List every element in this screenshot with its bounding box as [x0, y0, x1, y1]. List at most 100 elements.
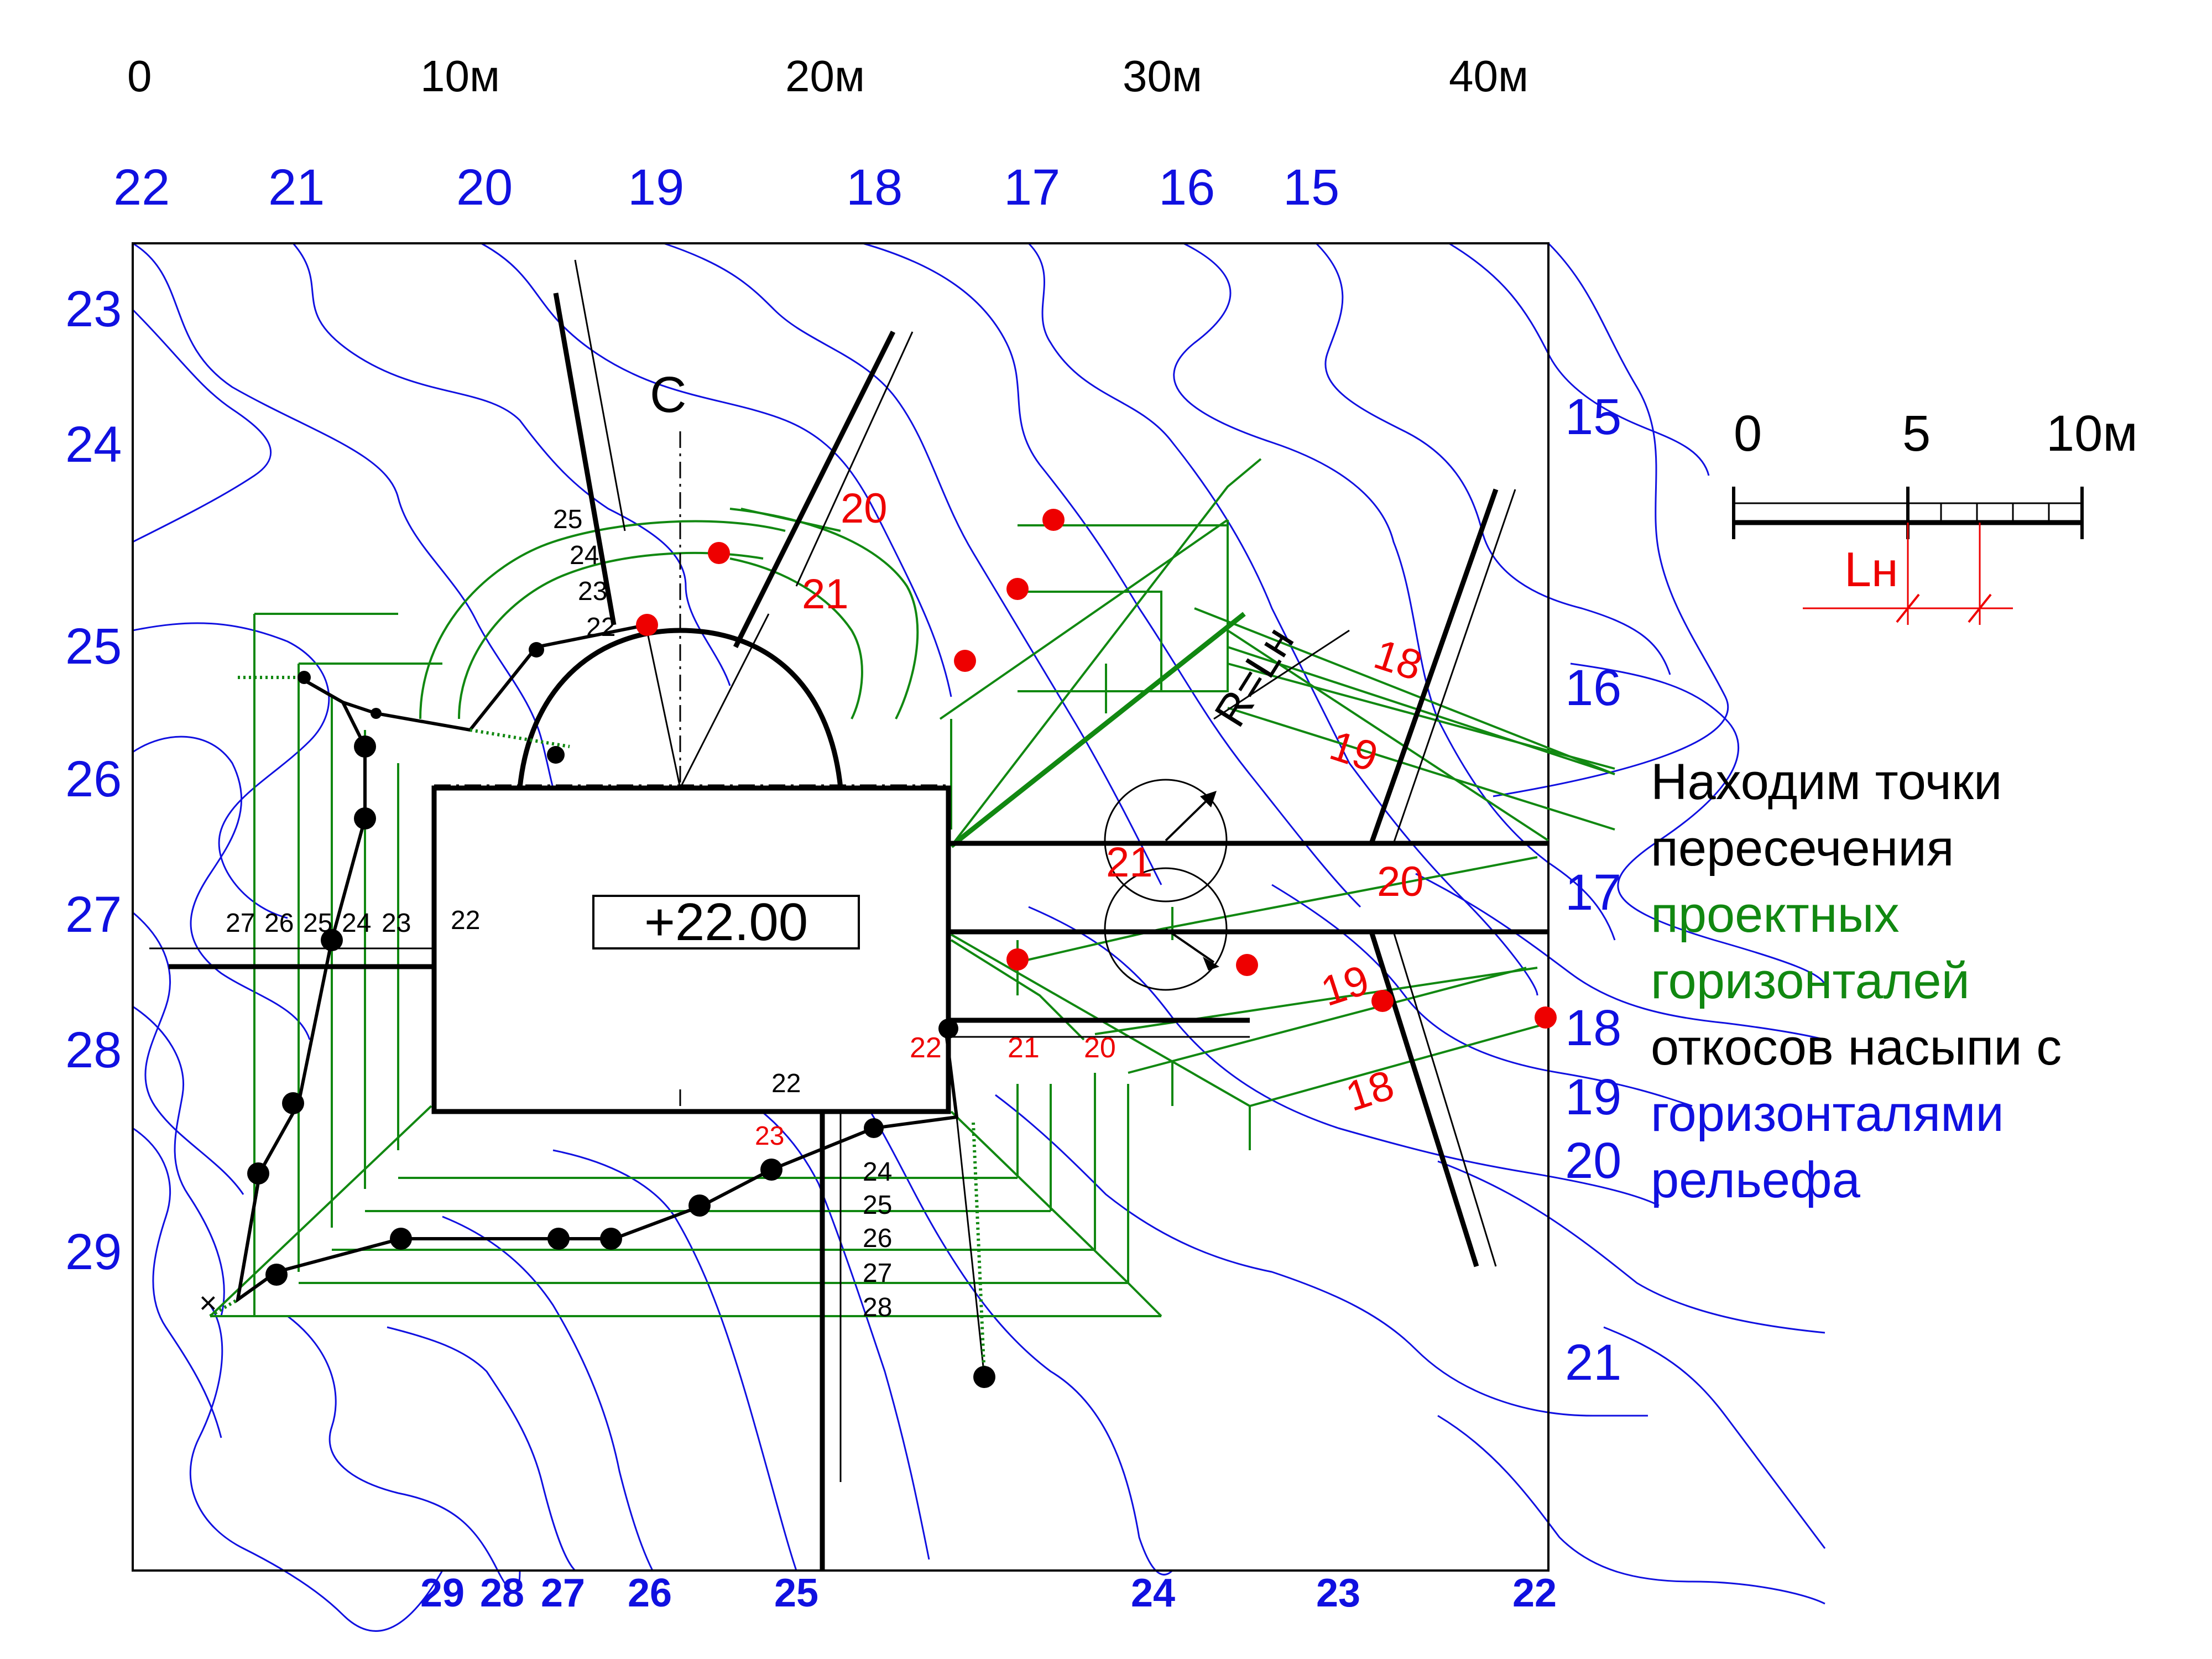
relief-contour — [189, 1305, 444, 1632]
scale-label: 5 — [1902, 405, 1931, 462]
relief-contour — [132, 735, 311, 1040]
relief-contour — [1448, 242, 1710, 476]
relief-contour — [1603, 1326, 1826, 1549]
slope-boundary-line — [303, 623, 648, 732]
side-scale-bar: 0 5 10м Lн — [1732, 405, 2138, 625]
vertex-point — [938, 1019, 958, 1039]
design-slope-line — [209, 1105, 432, 1317]
boundary-vertices — [247, 642, 995, 1388]
relief-contour — [442, 1215, 654, 1571]
relief-contour — [292, 243, 731, 686]
intersection-point — [708, 542, 730, 564]
design-slope-line — [950, 1110, 1162, 1317]
relief-contour — [132, 1127, 222, 1438]
intersection-point — [636, 614, 658, 636]
contour-label: 23 — [1316, 1571, 1360, 1615]
vertex-point — [760, 1159, 782, 1181]
road-ne-diagonal-edge — [1392, 489, 1516, 844]
vertex-point — [282, 1092, 304, 1114]
design-slope-line — [740, 508, 841, 532]
slope-label: 22 — [451, 906, 480, 935]
vertex-point — [547, 746, 565, 764]
vertex-point — [298, 671, 311, 684]
contour-label: 17 — [1565, 864, 1621, 921]
slope-label: 25 — [303, 909, 332, 938]
ln-tick — [1896, 593, 1920, 623]
slope-label: 26 — [264, 909, 294, 938]
contour-label: 21 — [268, 159, 325, 216]
road-northeast-line — [733, 330, 896, 649]
design-slope-line — [1017, 856, 1538, 963]
intersection-point — [1042, 509, 1065, 531]
explanation-text: Находим точки пересечения проектных гори… — [1651, 754, 2062, 1208]
radius-arrow — [1165, 928, 1215, 963]
intersection-point — [1371, 990, 1394, 1012]
road-north-edge — [574, 259, 626, 531]
top-contour-labels: 22 21 20 19 18 17 16 15 — [113, 159, 1339, 216]
relief-contour — [1027, 242, 1538, 996]
scale-top-label: 10м — [420, 51, 500, 101]
explanation-line: рельефа — [1651, 1152, 1861, 1208]
contour-label: 26 — [65, 751, 122, 807]
slope-label: 26 — [863, 1224, 892, 1253]
elevation-box — [592, 895, 860, 950]
slope-label: 25 — [863, 1191, 892, 1220]
relief-contour — [1570, 662, 1826, 985]
contour-label: 25 — [774, 1571, 818, 1615]
bottom-contour-labels: 29 28 27 26 25 24 23 22 — [420, 1571, 1557, 1615]
slope-label: 27 — [863, 1259, 892, 1288]
intersection-point — [1236, 954, 1258, 976]
contour-label: 27 — [541, 1571, 585, 1615]
relief-contour — [287, 1315, 521, 1593]
relief-contour — [132, 1005, 225, 1317]
relief-contour — [1437, 1415, 1825, 1605]
vertex-point — [973, 1366, 995, 1388]
vertex-point — [354, 735, 376, 758]
design-labels-red-bottom: 22 21 20 — [910, 1032, 1116, 1064]
slope-labels-nw: 25 24 23 22 — [553, 505, 615, 642]
slope-boundary-line — [956, 1117, 985, 1378]
design-slope-line — [950, 939, 1085, 1041]
contour-label: 27 — [65, 886, 122, 943]
road-north-line — [553, 293, 617, 625]
right-contour-labels: 15 16 17 18 19 20 21 — [1565, 389, 1621, 1391]
contour-label: 17 — [1004, 159, 1060, 216]
contour-label: 19 — [1565, 1069, 1621, 1125]
relief-contour — [1315, 242, 1671, 675]
slope-label: 23 — [578, 577, 607, 606]
vertex-point — [354, 807, 376, 830]
road-se-diagonal — [1369, 931, 1479, 1267]
intersection-point — [1535, 1006, 1557, 1029]
vertex-point — [321, 929, 343, 951]
relief-contour — [862, 242, 1361, 908]
arc-radius-line — [679, 613, 770, 789]
contour-label: 22 — [113, 159, 170, 216]
slope-label: 24 — [570, 541, 599, 570]
design-slope-line — [1194, 607, 1615, 775]
slope-label: 22 — [771, 1069, 801, 1098]
road-se-diagonal-edge — [1392, 931, 1497, 1267]
relief-contour — [663, 242, 1162, 885]
relief-contour — [1173, 242, 1616, 941]
building-platform — [431, 785, 951, 1114]
design-slope-line — [1249, 1022, 1549, 1107]
slope-label: 27 — [226, 909, 255, 938]
design-slope-line — [1227, 629, 1550, 842]
relief-contour — [132, 242, 559, 797]
contour-label: 16 — [1565, 660, 1621, 716]
slope-labels-south: 22 24 25 26 27 28 — [771, 1069, 892, 1322]
contour-label: 28 — [480, 1571, 524, 1615]
relief-contour — [132, 622, 330, 919]
vertex-point — [600, 1228, 622, 1250]
design-slope-line — [1094, 967, 1538, 1035]
design-label: 21 — [1008, 1032, 1040, 1064]
relief-contour — [552, 1149, 797, 1571]
contour-label: 20 — [456, 159, 513, 216]
slope-boundary-line — [236, 1172, 262, 1300]
intersection-point — [1006, 948, 1029, 971]
design-slope-line — [1018, 520, 1229, 692]
contour-label: 24 — [65, 416, 122, 473]
vertex-point — [547, 1228, 570, 1250]
platform-elevation: +22.00 — [644, 893, 808, 952]
